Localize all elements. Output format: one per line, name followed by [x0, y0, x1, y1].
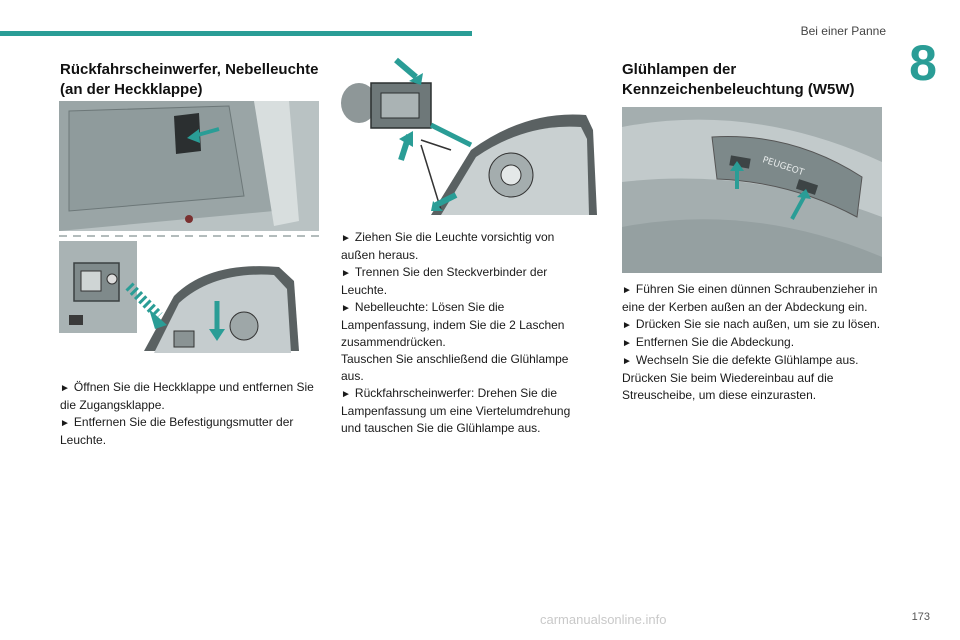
illustration-lamp-unit-nut: [59, 241, 319, 367]
bullet-icon: ►: [622, 356, 632, 367]
step-item: ►Rückfahrscheinwerfer: Drehen Sie die La…: [341, 386, 571, 435]
bullet-icon: ►: [60, 383, 70, 394]
page-number: 173: [911, 611, 930, 623]
chapter-number: 8: [909, 35, 937, 91]
bullet-icon: ►: [622, 320, 632, 331]
bullet-icon: ►: [622, 285, 632, 296]
illustration-lamp-removed-bulb: [341, 55, 597, 215]
bullet-icon: ►: [341, 233, 351, 244]
bullet-icon: ►: [341, 303, 351, 314]
illustration-tailgate-access-flap: [59, 101, 319, 231]
bullet-icon: ►: [60, 418, 70, 429]
section-title: Bei einer Panne: [800, 24, 886, 38]
bullet-icon: ►: [622, 338, 632, 349]
step-item: ►Nebelleuchte: Lösen Sie die Lampenfassu…: [341, 300, 565, 349]
text-block-right: ►Führen Sie einen dünnen Schraubenzieher…: [622, 281, 892, 404]
step-item: ►Öffnen Sie die Heckklappe und entfernen…: [60, 380, 314, 412]
step-item: ►Entfernen Sie die Befestigungsmutter de…: [60, 415, 294, 447]
illustration-plate-lamp-covers: PEUGEOT: [622, 107, 882, 273]
step-item: ►Führen Sie einen dünnen Schraubenzieher…: [622, 282, 878, 314]
header-accent-bar: [0, 31, 472, 36]
heading-reversing-fog-lamp: Rückfahrscheinwerfer, Nebelleuchte (an d…: [60, 60, 320, 100]
step-item: ►Ziehen Sie die Leuchte vorsichtig von a…: [341, 230, 555, 262]
bullet-icon: ►: [341, 268, 351, 279]
figure-dashed-divider: [59, 235, 319, 237]
watermark: carmanualsonline.info: [540, 612, 667, 627]
step-item: ►Drücken Sie sie nach außen, um sie zu l…: [622, 317, 881, 331]
heading-licence-plate-lamps: Glühlampen der Kennzeichenbeleuchtung (W…: [622, 60, 892, 100]
step-item: ►Entfernen Sie die Abdeckung.: [622, 335, 795, 349]
text-block-middle: ►Ziehen Sie die Leuchte vorsichtig von a…: [341, 229, 591, 437]
bullet-icon: ►: [341, 389, 351, 400]
paragraph: Tauschen Sie anschließend die Glühlampe …: [341, 352, 569, 383]
heading-text: Glühlampen der Kennzeichenbeleuchtung (W…: [622, 61, 855, 98]
text-block-left: ►Öffnen Sie die Heckklappe und entfernen…: [60, 379, 330, 449]
paragraph: Drücken Sie beim Wiedereinbau auf die St…: [622, 371, 834, 402]
heading-text: Rückfahrscheinwerfer, Nebelleuchte (an d…: [60, 61, 319, 98]
step-item: ►Trennen Sie den Steckverbinder der Leuc…: [341, 265, 548, 297]
step-item: ►Wechseln Sie die defekte Glühlampe aus.: [622, 353, 859, 367]
